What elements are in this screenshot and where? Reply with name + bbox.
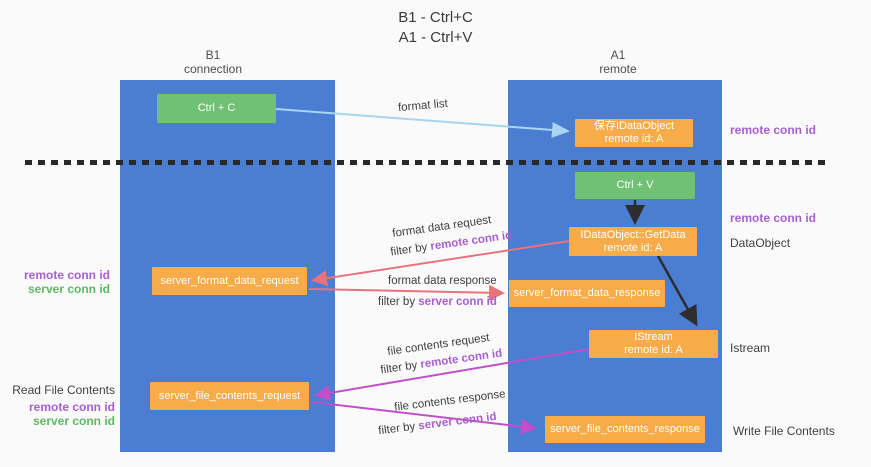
label-remote-conn-id-top: remote conn id [730, 123, 817, 137]
label-istream: Istream [730, 341, 771, 355]
filter-by-text: filter by [379, 359, 419, 377]
node-server-format-data-request-label: server_format_data_request [160, 274, 299, 287]
node-ctrl-v-label: Ctrl + V [616, 179, 654, 191]
filter-by-text: filter by [377, 420, 416, 438]
node-save-idataobject-line1: 保存IDataObject [593, 120, 675, 132]
node-server-file-contents-response-label: server_file_contents_response [550, 423, 700, 435]
node-idataobject-getdata-line1: IDataObject::GetData [580, 228, 686, 241]
node-istream-line1: IStream [634, 331, 673, 343]
node-ctrl-c: Ctrl + C [157, 94, 276, 123]
label-read-file-contents: Read File Contents [12, 383, 115, 397]
label-left-server-conn-id-2: server conn id [32, 414, 115, 428]
arrow-format-data-response [308, 284, 505, 301]
section-divider-dashed-line [25, 160, 830, 165]
node-ctrl-c-label: Ctrl + C [197, 102, 236, 114]
node-idataobject-getdata: IDataObject::GetData remote id: A [569, 227, 697, 256]
filter-key-server-conn-id: server conn id [418, 296, 497, 308]
node-server-file-contents-request: server_file_contents_request [150, 382, 309, 410]
node-server-file-contents-request-label: server_file_contents_request [158, 389, 301, 402]
node-save-idataobject: 保存IDataObject remote id: A [575, 119, 693, 147]
filter-by-text: filter by [389, 241, 429, 259]
lane-b1-title: B1 [205, 48, 221, 62]
label-write-file-contents: Write File Contents [733, 424, 835, 438]
node-ctrl-v: Ctrl + V [575, 172, 695, 199]
node-server-format-data-response: server_format_data_response [509, 280, 665, 307]
node-server-format-data-request: server_format_data_request [152, 267, 307, 295]
lane-a1-subtitle: remote [599, 62, 637, 76]
node-server-format-data-response-label: server_format_data_response [513, 287, 661, 299]
diagram-title-line1: B1 - Ctrl+C [398, 9, 473, 26]
label-filter-by-server-2: filter by server conn id [378, 411, 497, 437]
filter-key-server-conn-id: server conn id [417, 410, 498, 433]
lane-b1-subtitle: connection [183, 62, 243, 76]
node-istream: IStream remote id: A [589, 330, 718, 358]
label-left-remote-conn-id-1: remote conn id [23, 268, 110, 282]
lane-header-a1: A1 remote [558, 48, 678, 76]
label-file-contents-response: file contents response [393, 388, 507, 414]
label-remote-conn-id-mid: remote conn id [730, 211, 817, 225]
label-left-remote-conn-id-2: remote conn id [28, 400, 115, 414]
diagram-title: B1 - Ctrl+C A1 - Ctrl+V [0, 8, 871, 48]
lane-a1-title: A1 [610, 48, 626, 62]
diagram-title-line2: A1 - Ctrl+V [398, 29, 473, 46]
node-save-idataobject-line2: remote id: A [604, 133, 664, 145]
label-format-data-response: format data response [388, 275, 497, 287]
label-filter-by-server-1: filter by server conn id [378, 296, 497, 308]
node-server-file-contents-response: server_file_contents_response [545, 416, 705, 443]
node-istream-line2: remote id: A [624, 344, 683, 356]
node-idataobject-getdata-line2: remote id: A [603, 241, 663, 254]
label-left-server-conn-id-1: server conn id [27, 282, 110, 296]
lane-header-b1: B1 connection [153, 48, 273, 76]
label-dataobject: DataObject [730, 236, 791, 250]
label-format-list: format list [397, 97, 449, 115]
filter-by-text: filter by [378, 296, 416, 308]
